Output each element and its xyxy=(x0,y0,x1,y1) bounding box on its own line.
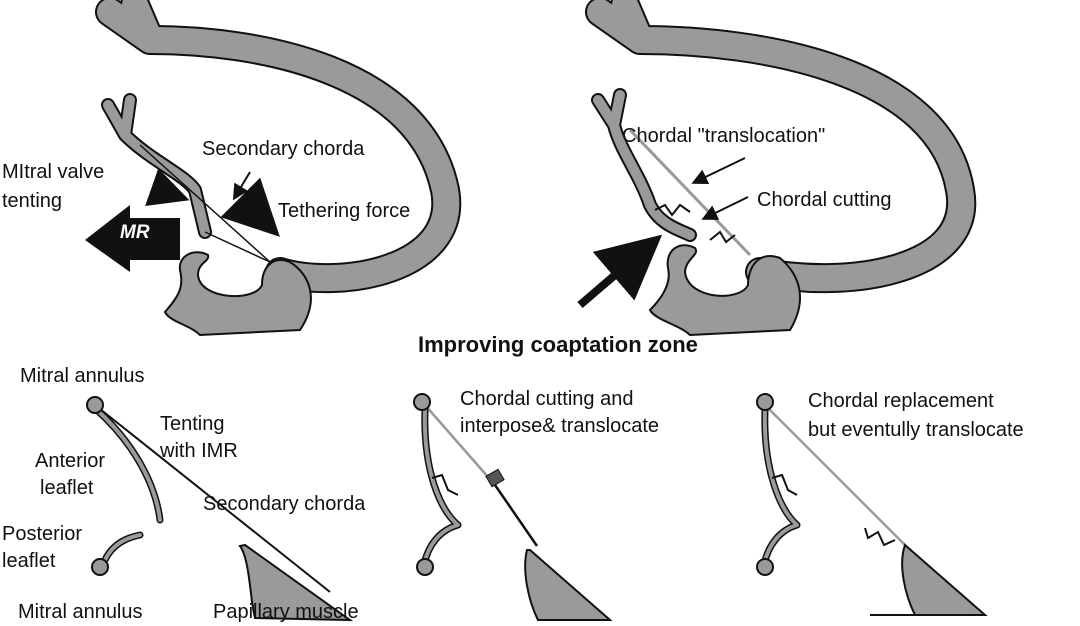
interposed-graft xyxy=(485,468,505,488)
annulus-top-2 xyxy=(413,393,431,411)
caption-line-2: interpose& translocate xyxy=(460,415,659,437)
secondary-chorda-label: Secondary chorda xyxy=(202,138,365,160)
papillary-muscle xyxy=(238,543,354,622)
leaflet xyxy=(422,408,460,567)
tethering-force-label: Tethering force xyxy=(278,200,410,222)
papillary-muscle-3 xyxy=(870,543,988,616)
mitral-valve-tenting-label-1: MItral valve xyxy=(2,161,104,183)
heart-panel-repair: Chordal "translocation" Chordal cutting xyxy=(577,0,977,337)
annulus-bottom-3 xyxy=(756,558,774,576)
papillary-muscle-2 xyxy=(524,549,613,621)
posterior-leaflet-label: leaflet xyxy=(2,550,56,572)
caption-line-1: Chordal cutting and xyxy=(460,388,633,410)
detail-tenting-imr: Mitral annulus Tenting with IMR Anterior… xyxy=(2,365,366,623)
improving-coaptation-title: Improving coaptation zone xyxy=(418,332,698,357)
coaptation-arrow xyxy=(577,234,663,309)
cutting-pointer-arrow xyxy=(701,196,749,220)
annulus-bottom-2 xyxy=(416,558,434,576)
mitral-valve-tenting-label-2: tenting xyxy=(2,190,62,212)
annulus-top-3 xyxy=(756,393,774,411)
posterior-leaflet xyxy=(103,533,142,562)
papillary-muscle-label: Papillary muscle xyxy=(213,601,359,623)
annulus-top xyxy=(86,396,104,414)
mitral-annulus-bottom-label: Mitral annulus xyxy=(18,601,143,623)
tenting-arrow xyxy=(145,168,190,206)
leaflet-3 xyxy=(762,408,799,567)
tethering-arrow xyxy=(220,177,280,237)
chorda-pointer-arrow xyxy=(232,171,251,201)
anterior-leaflet xyxy=(95,408,162,522)
cut-chorda-stub xyxy=(431,473,459,496)
chordal-translocation-label: Chordal "translocation" xyxy=(622,125,825,147)
cut-chorda-stub-1 xyxy=(654,203,691,217)
translocation-pointer-arrow xyxy=(691,157,746,185)
papillary-stub xyxy=(864,527,896,547)
secondary-chorda-label-bottom: Secondary chorda xyxy=(203,493,366,515)
heart-panel-mr: MR MItral valve tenting Secondary chorda… xyxy=(2,0,462,337)
caption-line-1-right: Chordal replacement xyxy=(808,390,994,412)
translocated-chorda xyxy=(628,128,752,257)
posterior-wall-2 xyxy=(648,244,802,337)
cut-chorda-stub-2 xyxy=(709,230,736,244)
caption-line-2-right: but eventully translocate xyxy=(808,419,1024,441)
with-imr-label: with IMR xyxy=(159,440,238,462)
posterior-wall xyxy=(163,251,312,337)
tenting-label: Tenting xyxy=(160,413,225,435)
anterior-label: Anterior xyxy=(35,450,105,472)
annulus-bottom xyxy=(91,558,109,576)
aorta-branch xyxy=(95,0,462,294)
mr-arrow xyxy=(85,205,180,272)
chordae xyxy=(139,144,271,263)
anterior-leaflet-2 xyxy=(591,88,697,242)
mitral-annulus-top-label: Mitral annulus xyxy=(20,365,145,387)
detail-chordal-replacement: Chordal replacement but eventully transl… xyxy=(756,390,1024,616)
chorda-line xyxy=(94,404,331,593)
chordal-cutting-label: Chordal cutting xyxy=(757,189,892,211)
aorta-branch-2 xyxy=(585,0,977,294)
posterior-label: Posterior xyxy=(2,523,82,545)
cut-chorda-stub-3 xyxy=(771,473,798,496)
mr-label: MR xyxy=(120,222,150,243)
detail-cutting-interpose: Chordal cutting and interpose& transloca… xyxy=(413,388,659,621)
leaflet-label: leaflet xyxy=(40,477,94,499)
